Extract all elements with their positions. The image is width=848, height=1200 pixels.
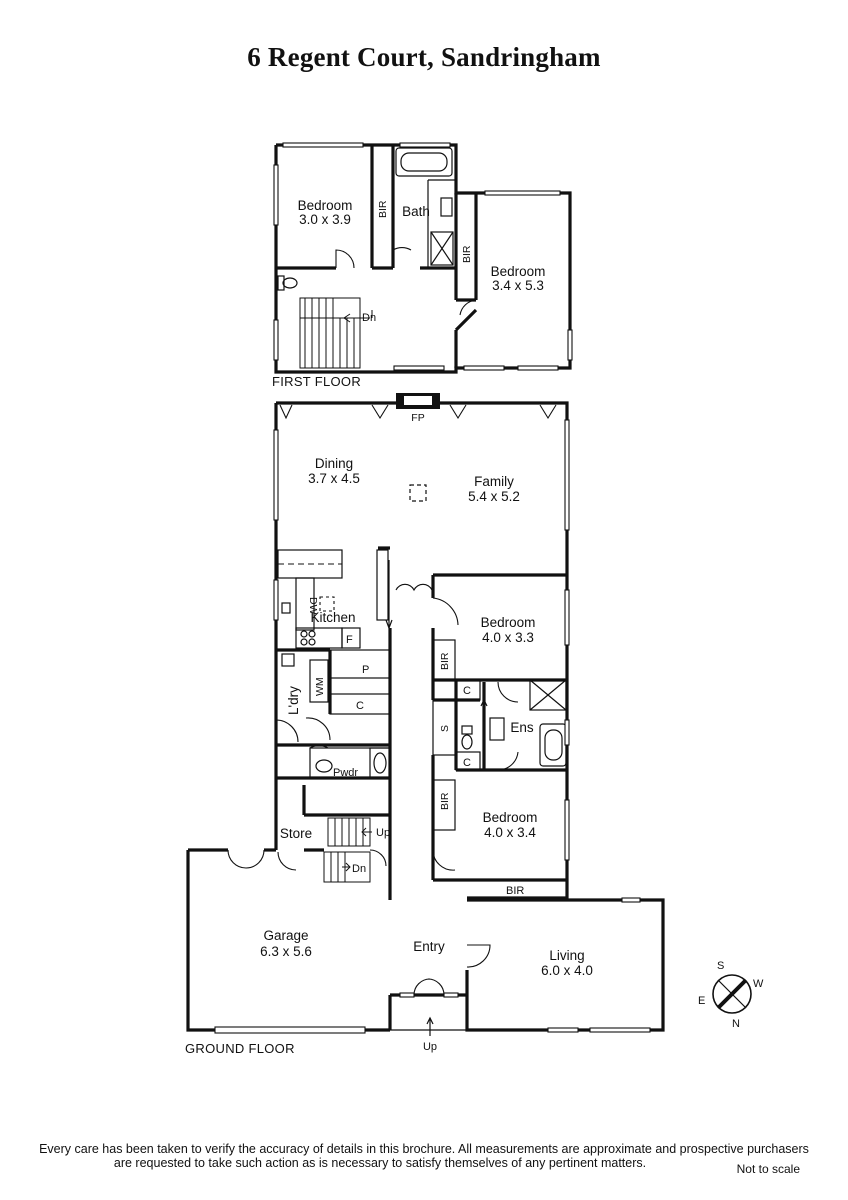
first-floor-stairs <box>299 297 373 369</box>
store-label: Store <box>280 826 312 841</box>
dining-dims: 3.7 x 4.5 <box>308 471 360 486</box>
bedroom-3-dims: 4.0 x 3.3 <box>482 630 534 645</box>
pantry-label: P <box>362 664 369 676</box>
stair-up-label: Up <box>423 1041 437 1053</box>
bedroom-2-dims: 3.4 x 5.3 <box>492 278 544 293</box>
bedroom-1-label: Bedroom <box>298 198 353 213</box>
compass-north: N <box>732 1018 740 1030</box>
compass-east: E <box>698 995 705 1007</box>
fireplace-label: FP <box>411 412 424 424</box>
bir-label: BIR <box>377 200 389 218</box>
bedroom-3-label: Bedroom <box>481 615 536 630</box>
storage-label: S <box>439 725 451 732</box>
fridge-label: F <box>346 634 353 646</box>
cupboard-label: C <box>356 700 364 712</box>
page-title: 6 Regent Court, Sandringham <box>247 42 601 72</box>
family-label: Family <box>474 474 514 489</box>
ground-floor-label: GROUND FLOOR <box>185 1041 295 1056</box>
stair-up-label: Up <box>376 827 390 839</box>
entry-label: Entry <box>413 939 445 954</box>
kitchen-label: Kitchen <box>310 610 355 625</box>
first-floor: Bedroom 3.0 x 3.9 BIR Bath BIR Bedroom 3… <box>272 142 573 389</box>
not-to-scale-note: Not to scale <box>736 1162 800 1176</box>
laundry-label: L'dry <box>286 686 301 715</box>
powder-label: Pwdr <box>333 767 358 779</box>
living-label: Living <box>549 948 584 963</box>
bedroom-4-dims: 4.0 x 3.4 <box>484 825 536 840</box>
bir-label: BIR <box>506 885 524 897</box>
first-floor-label: FIRST FLOOR <box>272 374 361 389</box>
ground-floor: FP P C <box>185 393 665 1056</box>
garage-label: Garage <box>263 928 308 943</box>
cupboard-label: C <box>463 757 471 769</box>
compass-west: W <box>753 978 764 990</box>
ground-floor-stairs <box>323 817 372 883</box>
disclaimer-line-1: Every care has been taken to verify the … <box>39 1142 809 1156</box>
bedroom-1-dims: 3.0 x 3.9 <box>299 212 351 227</box>
bir-label: BIR <box>439 792 451 810</box>
living-dims: 6.0 x 4.0 <box>541 963 593 978</box>
family-dims: 5.4 x 5.2 <box>468 489 520 504</box>
compass-rose: S W E N <box>698 960 764 1030</box>
bir-label: BIR <box>439 652 451 670</box>
washing-machine-label: WM <box>314 677 326 696</box>
garage-dims: 6.3 x 5.6 <box>260 944 312 959</box>
dining-label: Dining <box>315 456 353 471</box>
bath-label: Bath <box>402 204 430 219</box>
disclaimer-line-2: are requested to take such action as is … <box>113 1156 647 1170</box>
dishwasher-label: DW <box>307 597 319 615</box>
bedroom-4-label: Bedroom <box>483 810 538 825</box>
stair-down-label: Dn <box>352 863 366 875</box>
bir-label: BIR <box>461 245 473 263</box>
stair-down-label: Dn <box>362 312 376 324</box>
cupboard-label: C <box>463 685 471 697</box>
compass-south: S <box>717 960 724 972</box>
bedroom-2-label: Bedroom <box>491 264 546 279</box>
ensuite-label: Ens <box>510 720 534 735</box>
